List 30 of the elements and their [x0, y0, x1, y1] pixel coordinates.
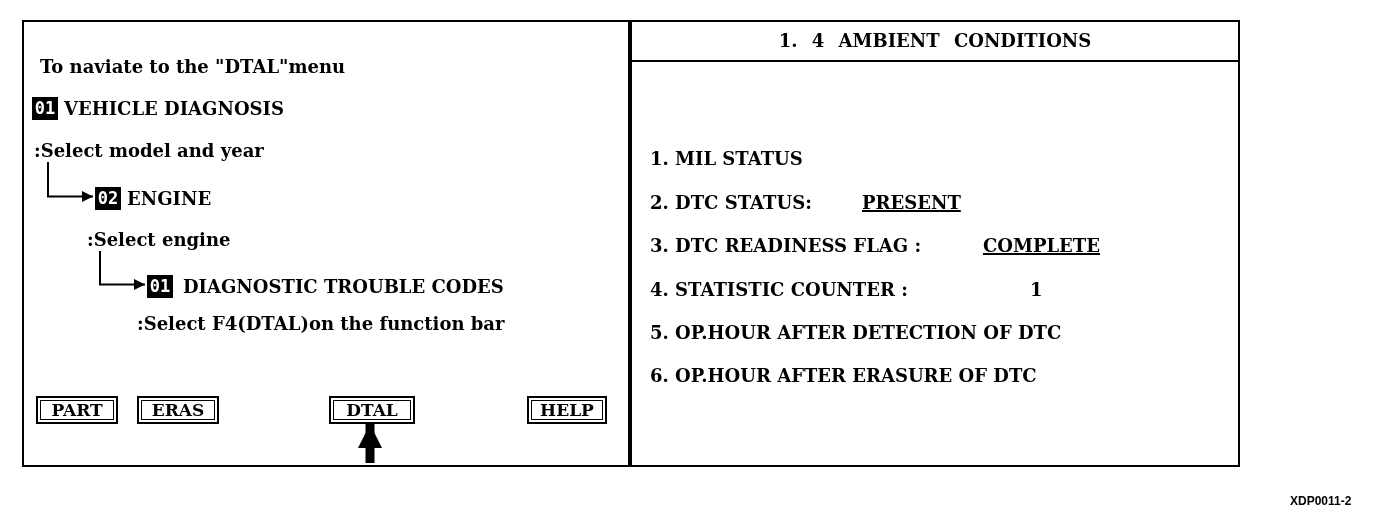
arrow: [99, 250, 146, 290]
menu-number-badge: 01: [32, 97, 58, 120]
panel-title: 1. 4 AMBIENT CONDITIONS: [777, 30, 1093, 52]
figure-code: XDP0011-2: [1290, 493, 1352, 510]
menu-item-text: VEHICLE DIAGNOSIS: [64, 98, 284, 120]
status-item: 5. OP.HOUR AFTER DETECTION OF DTC: [650, 322, 1062, 344]
function-key: PART: [36, 396, 118, 424]
status-item: 3. DTC READINESS FLAG :: [650, 235, 922, 257]
panel-heading: To naviate to the "DTAL"menu: [40, 56, 346, 78]
arrow: [47, 161, 94, 202]
menu-item-text: DIAGNOSTIC TROUBLE CODES: [183, 276, 504, 298]
instruction-text: :Select F4(DTAL)on the function bar: [137, 313, 505, 335]
status-value: COMPLETE: [983, 235, 1100, 257]
menu-number-badge: 01: [147, 275, 173, 298]
status-value: PRESENT: [862, 192, 961, 214]
status-item: 6. OP.HOUR AFTER ERASURE OF DTC: [650, 365, 1037, 387]
screen-panel: [22, 20, 630, 467]
status-item: 1. MIL STATUS: [650, 148, 803, 170]
function-key: HELP: [527, 396, 607, 424]
status-item: 2. DTC STATUS:: [650, 192, 812, 214]
menu-item-text: ENGINE: [127, 188, 212, 210]
status-value: 1: [1030, 279, 1043, 301]
function-key: DTAL: [329, 396, 415, 424]
instruction-text: :Select engine: [87, 228, 231, 252]
instruction-text: :Select model and year: [34, 139, 264, 163]
screen-panel: [630, 20, 1240, 467]
block-arrow: [358, 424, 382, 463]
menu-number-badge: 02: [95, 187, 121, 210]
function-key: ERAS: [137, 396, 219, 424]
status-item: 4. STATISTIC COUNTER :: [650, 279, 908, 301]
